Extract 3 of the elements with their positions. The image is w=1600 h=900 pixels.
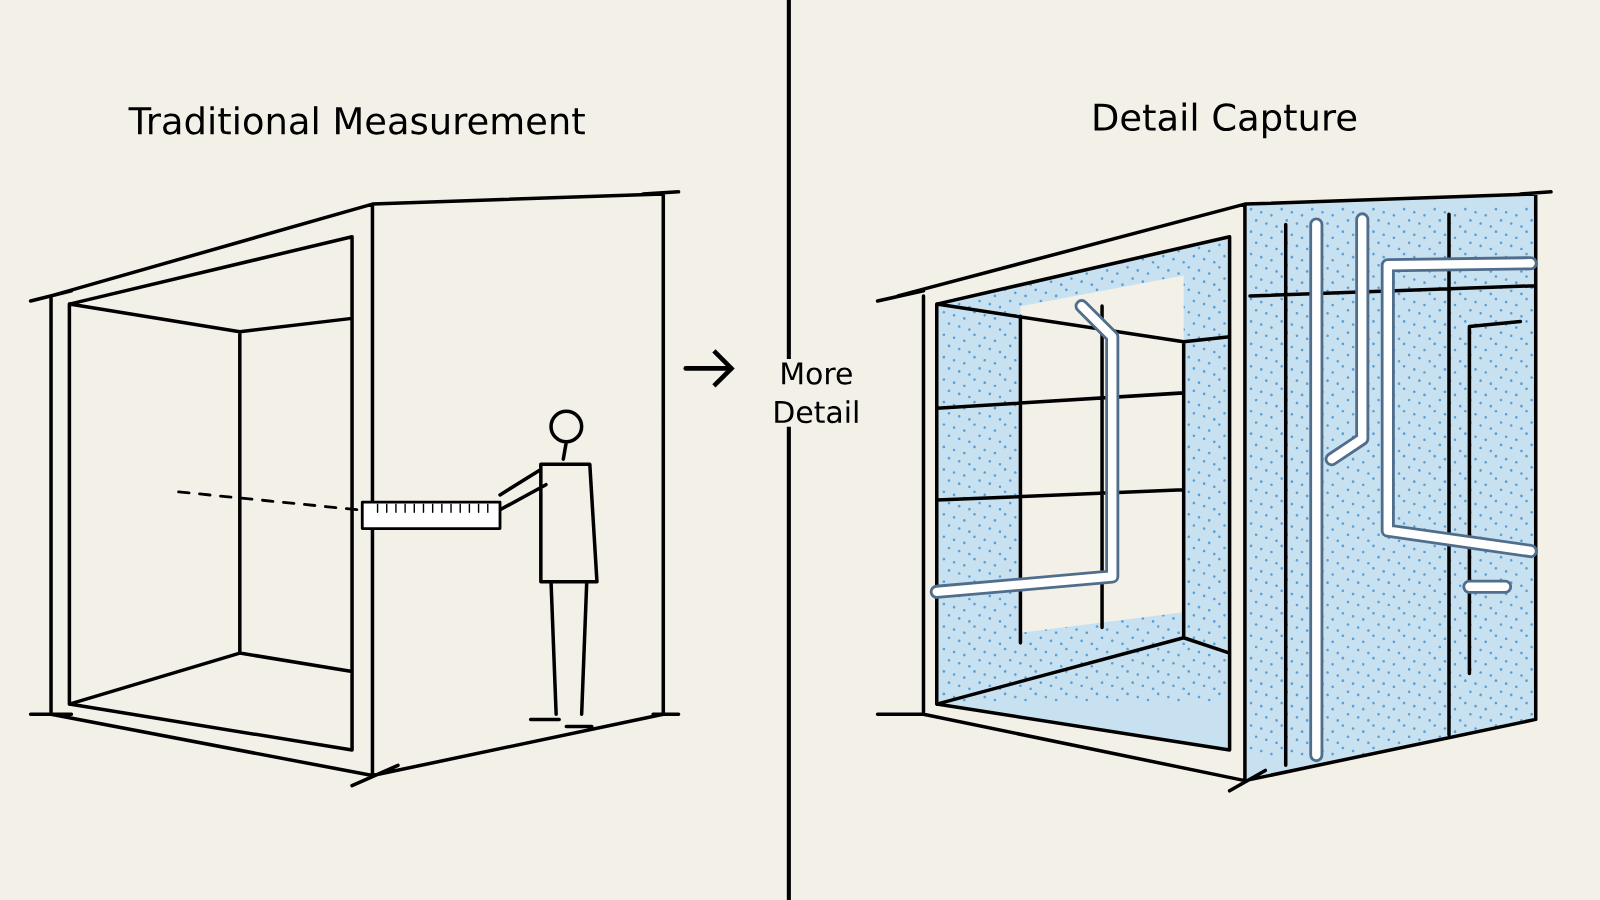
heading-text: Detail Capture	[1094, 102, 1357, 139]
caption-text: More Detail	[757, 358, 875, 427]
heading-text: Traditional Measurement	[128, 106, 585, 135]
